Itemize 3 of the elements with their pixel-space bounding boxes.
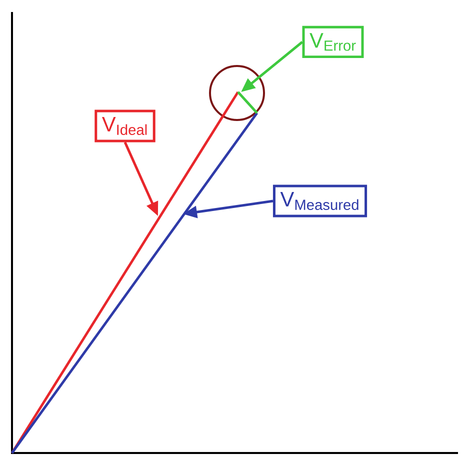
label-box: V$_{Error}$	[302, 26, 364, 58]
label-box: V$_{Ideal}$	[94, 110, 156, 142]
label-box: V$_{Measured}$	[272, 184, 368, 218]
